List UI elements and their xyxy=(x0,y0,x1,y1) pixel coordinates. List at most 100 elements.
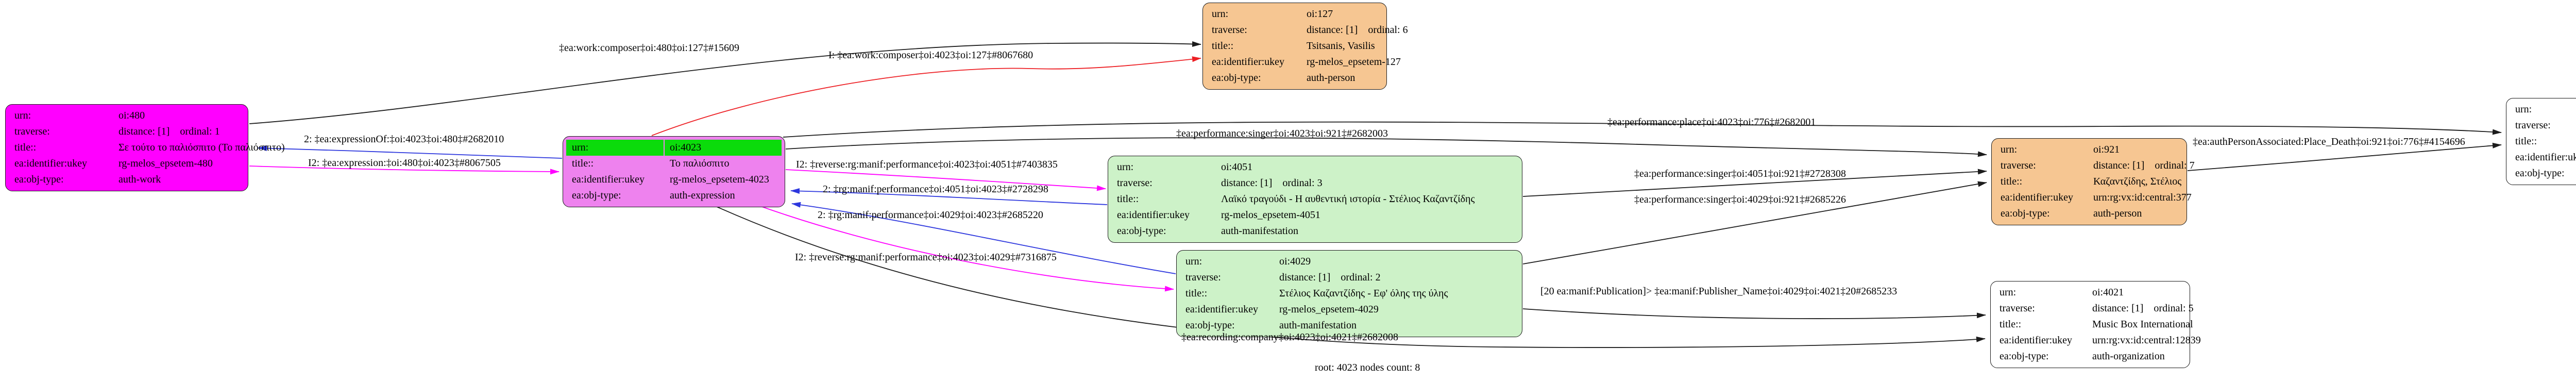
row-value: Tsitsanis, Vasilis xyxy=(1307,40,1375,52)
row-key: urn: xyxy=(566,140,664,156)
row-key: title:: xyxy=(1117,193,1139,205)
row-key: ea:identifier:ukey xyxy=(2001,192,2074,203)
edge-label-recording-company-4023-4021: ‡ea:recording:company‡oi:4023‡oi:4021‡#2… xyxy=(1181,332,1399,343)
row-key: traverse: xyxy=(2001,160,2036,171)
node-row: traverse: distance: [1] ordinal: 1 xyxy=(6,124,248,140)
row-key: traverse: xyxy=(1999,303,2035,314)
row-key: urn: xyxy=(1999,287,2016,298)
row-key: title:: xyxy=(572,158,594,169)
node-row: traverse:distance: [1] ordinal: 4 xyxy=(2506,118,2576,134)
node-row: title::Το παλιόσπιτο xyxy=(563,156,785,172)
node-oi-4023-root: urn:oi:4023 title::Το παλιόσπιτο ea:iden… xyxy=(563,136,785,207)
row-key: title:: xyxy=(2001,176,2023,187)
row-key: urn: xyxy=(14,110,31,121)
row-value: Music Box International xyxy=(2092,319,2193,330)
row-value: oi:4023 xyxy=(665,140,782,156)
node-oi-4021: urn: oi:4021 traverse: distance: [1] ordin… xyxy=(1990,281,2201,368)
edge-label-performance-singer-4029-921: ‡ea:performance:singer‡oi:4029‡oi:921‡#2… xyxy=(1634,194,1846,205)
row-value: oi:4021 xyxy=(2092,287,2124,298)
edge-label-reverse-performance-4023-4051: I2: ‡reverse:rg:manif:performance‡oi:402… xyxy=(796,159,1058,170)
node-row: title::Music Box International xyxy=(1991,317,2193,333)
row-key: title:: xyxy=(1999,319,2022,330)
edge-performance-4029-4023 xyxy=(791,202,1176,274)
row-key: ea:identifier:ukey xyxy=(1185,304,1259,315)
node-row: urn: oi:4021 xyxy=(1991,285,2190,301)
edge-label-performance-4029-4023: 2: ‡rg:manif:performance‡oi:4029‡oi:4023… xyxy=(818,209,1043,221)
row-key: urn: xyxy=(1117,161,1134,173)
node-row: urn: oi:480 xyxy=(6,108,248,124)
row-key: ea:identifier:ukey xyxy=(572,174,645,185)
edge-place-death-921-776 xyxy=(2187,142,2502,171)
node-oi-127: urn: oi:127 traverse:distance: [1] ordina… xyxy=(1202,3,1408,90)
node-row: traverse:distance: [1] ordinal: 7 xyxy=(1992,158,2195,174)
row-key: traverse: xyxy=(2515,120,2551,131)
row-value: urn:rg:vx:id:central:12839 xyxy=(2092,335,2201,346)
row-key: ea:identifier:ukey xyxy=(14,158,88,169)
row-value: distance: [1] ordinal: 5 xyxy=(2092,303,2194,314)
row-value: oi:127 xyxy=(1307,8,1333,20)
node-row: ea:identifier:ukey rg-melos_epsetem-4023 xyxy=(563,172,785,188)
edge-work-composer-4023-127 xyxy=(651,56,1201,136)
row-value: rg-melos_epsetem-4023 xyxy=(670,174,769,185)
row-value: Το παλιόσπιτο xyxy=(670,158,730,169)
row-key: title:: xyxy=(2515,136,2537,147)
edge-label-expression-480-4023: I2: ‡ea:expression:‡oi:480‡oi:4023‡#8067… xyxy=(308,157,501,169)
node-row: traverse: distance: [1] ordinal: 5 xyxy=(1991,301,2194,317)
row-value: distance: [1] ordinal: 2 xyxy=(1279,272,1381,283)
edge-performance-singer-4051-921 xyxy=(1522,169,1987,197)
node-row: urn: oi:4051 xyxy=(1108,159,1522,175)
node-oi-776: urn:oi:776 traverse:distance: [1] ordina… xyxy=(2506,98,2576,185)
edge-label-performance-singer-4023-921: ‡ea:performance:singer‡oi:4023‡oi:921‡#2… xyxy=(1176,128,1388,139)
row-value: Καζαντζίδης, Στέλιος xyxy=(2093,176,2182,187)
edge-label-place-death-921-776: ‡ea:authPersonAssociated:Place_Death‡oi:… xyxy=(2193,136,2465,147)
edge-performance-singer-4029-921 xyxy=(1522,181,1987,264)
row-value: Στέλιος Καζαντζίδης - Εφ' όλης της ύλης xyxy=(1279,288,1448,299)
node-row: title::Λαϊκό τραγούδι - Η αυθεντική ιστο… xyxy=(1108,191,1522,207)
row-value: urn:rg:vx:id:central:377 xyxy=(2093,192,2192,203)
edge-label-performance-4051-4023: 2: ‡rg:manif:performance‡oi:4051‡oi:4023… xyxy=(823,184,1048,195)
row-key: urn: xyxy=(1185,256,1202,267)
edge-recording-company-4023-4021 xyxy=(710,204,1986,348)
row-value: auth-organization xyxy=(2092,351,2165,362)
row-key: traverse: xyxy=(14,126,50,137)
row-value: distance: [1] ordinal: 1 xyxy=(118,126,220,137)
row-value: Σε τούτο το παλιόσπιτο (Το παλιόσπιτο) xyxy=(118,142,285,153)
row-key: urn: xyxy=(1212,8,1229,20)
node-row: ea:obj-type: auth-expression xyxy=(563,188,785,204)
node-row: traverse:distance: [1] ordinal: 6 xyxy=(1203,22,1408,38)
row-key: traverse: xyxy=(1117,177,1153,189)
row-key: ea:obj-type: xyxy=(2001,208,2050,219)
row-value: oi:480 xyxy=(118,110,145,121)
node-row: urn:oi:776 xyxy=(2506,102,2576,118)
edge-label-expressionOf-4023-480: 2: ‡ea:expressionOf:‡oi:4023‡oi:480‡#268… xyxy=(304,134,504,145)
row-value: oi:4029 xyxy=(1279,256,1311,267)
edge-performance-4051-4023 xyxy=(790,188,1108,205)
row-key: ea:obj-type: xyxy=(1185,320,1235,331)
row-value: auth-expression xyxy=(670,190,735,201)
row-key: ea:obj-type: xyxy=(1212,72,1261,84)
node-row: traverse: distance: [1] ordinal: 3 xyxy=(1108,175,1522,191)
row-value: auth-person xyxy=(2093,208,2142,219)
row-value: distance: [1] ordinal: 3 xyxy=(1221,177,1323,189)
row-value: auth-manifestation xyxy=(1221,225,1298,237)
row-value: Λαϊκό τραγούδι - Η αυθεντική ιστορία - Σ… xyxy=(1221,193,1475,205)
row-key: ea:identifier:ukey xyxy=(1212,56,1285,68)
node-row: ea:obj-type:auth-person xyxy=(1203,70,1386,86)
row-key: traverse: xyxy=(1185,272,1221,283)
node-row: urn: oi:127 xyxy=(1203,6,1386,22)
node-row: urn: oi:4029 xyxy=(1177,254,1522,270)
node-row: ea:identifier:ukeyurn:rg:vx:id:central:2… xyxy=(2506,150,2576,165)
row-value: oi:4051 xyxy=(1221,161,1253,173)
edge-reverse-performance-4023-4029 xyxy=(754,204,1174,292)
row-value: auth-manifestation xyxy=(1279,320,1357,331)
node-row: title::Tsitsanis, Vasilis xyxy=(1203,38,1386,54)
edge-label-publisher-name-4029-4021: [20 ea:manif:Publication]> ‡ea:manif:Pub… xyxy=(1540,286,1897,297)
graph-footer-label: root: 4023 nodes count: 8 xyxy=(1315,362,1420,373)
row-key: ea:obj-type: xyxy=(572,190,621,201)
row-key: title:: xyxy=(14,142,37,153)
node-row: traverse: distance: [1] ordinal: 2 xyxy=(1177,270,1522,286)
edge-label-reverse-performance-4023-4029: I2: ‡reverse:rg:manif:performance‡oi:402… xyxy=(795,252,1057,263)
